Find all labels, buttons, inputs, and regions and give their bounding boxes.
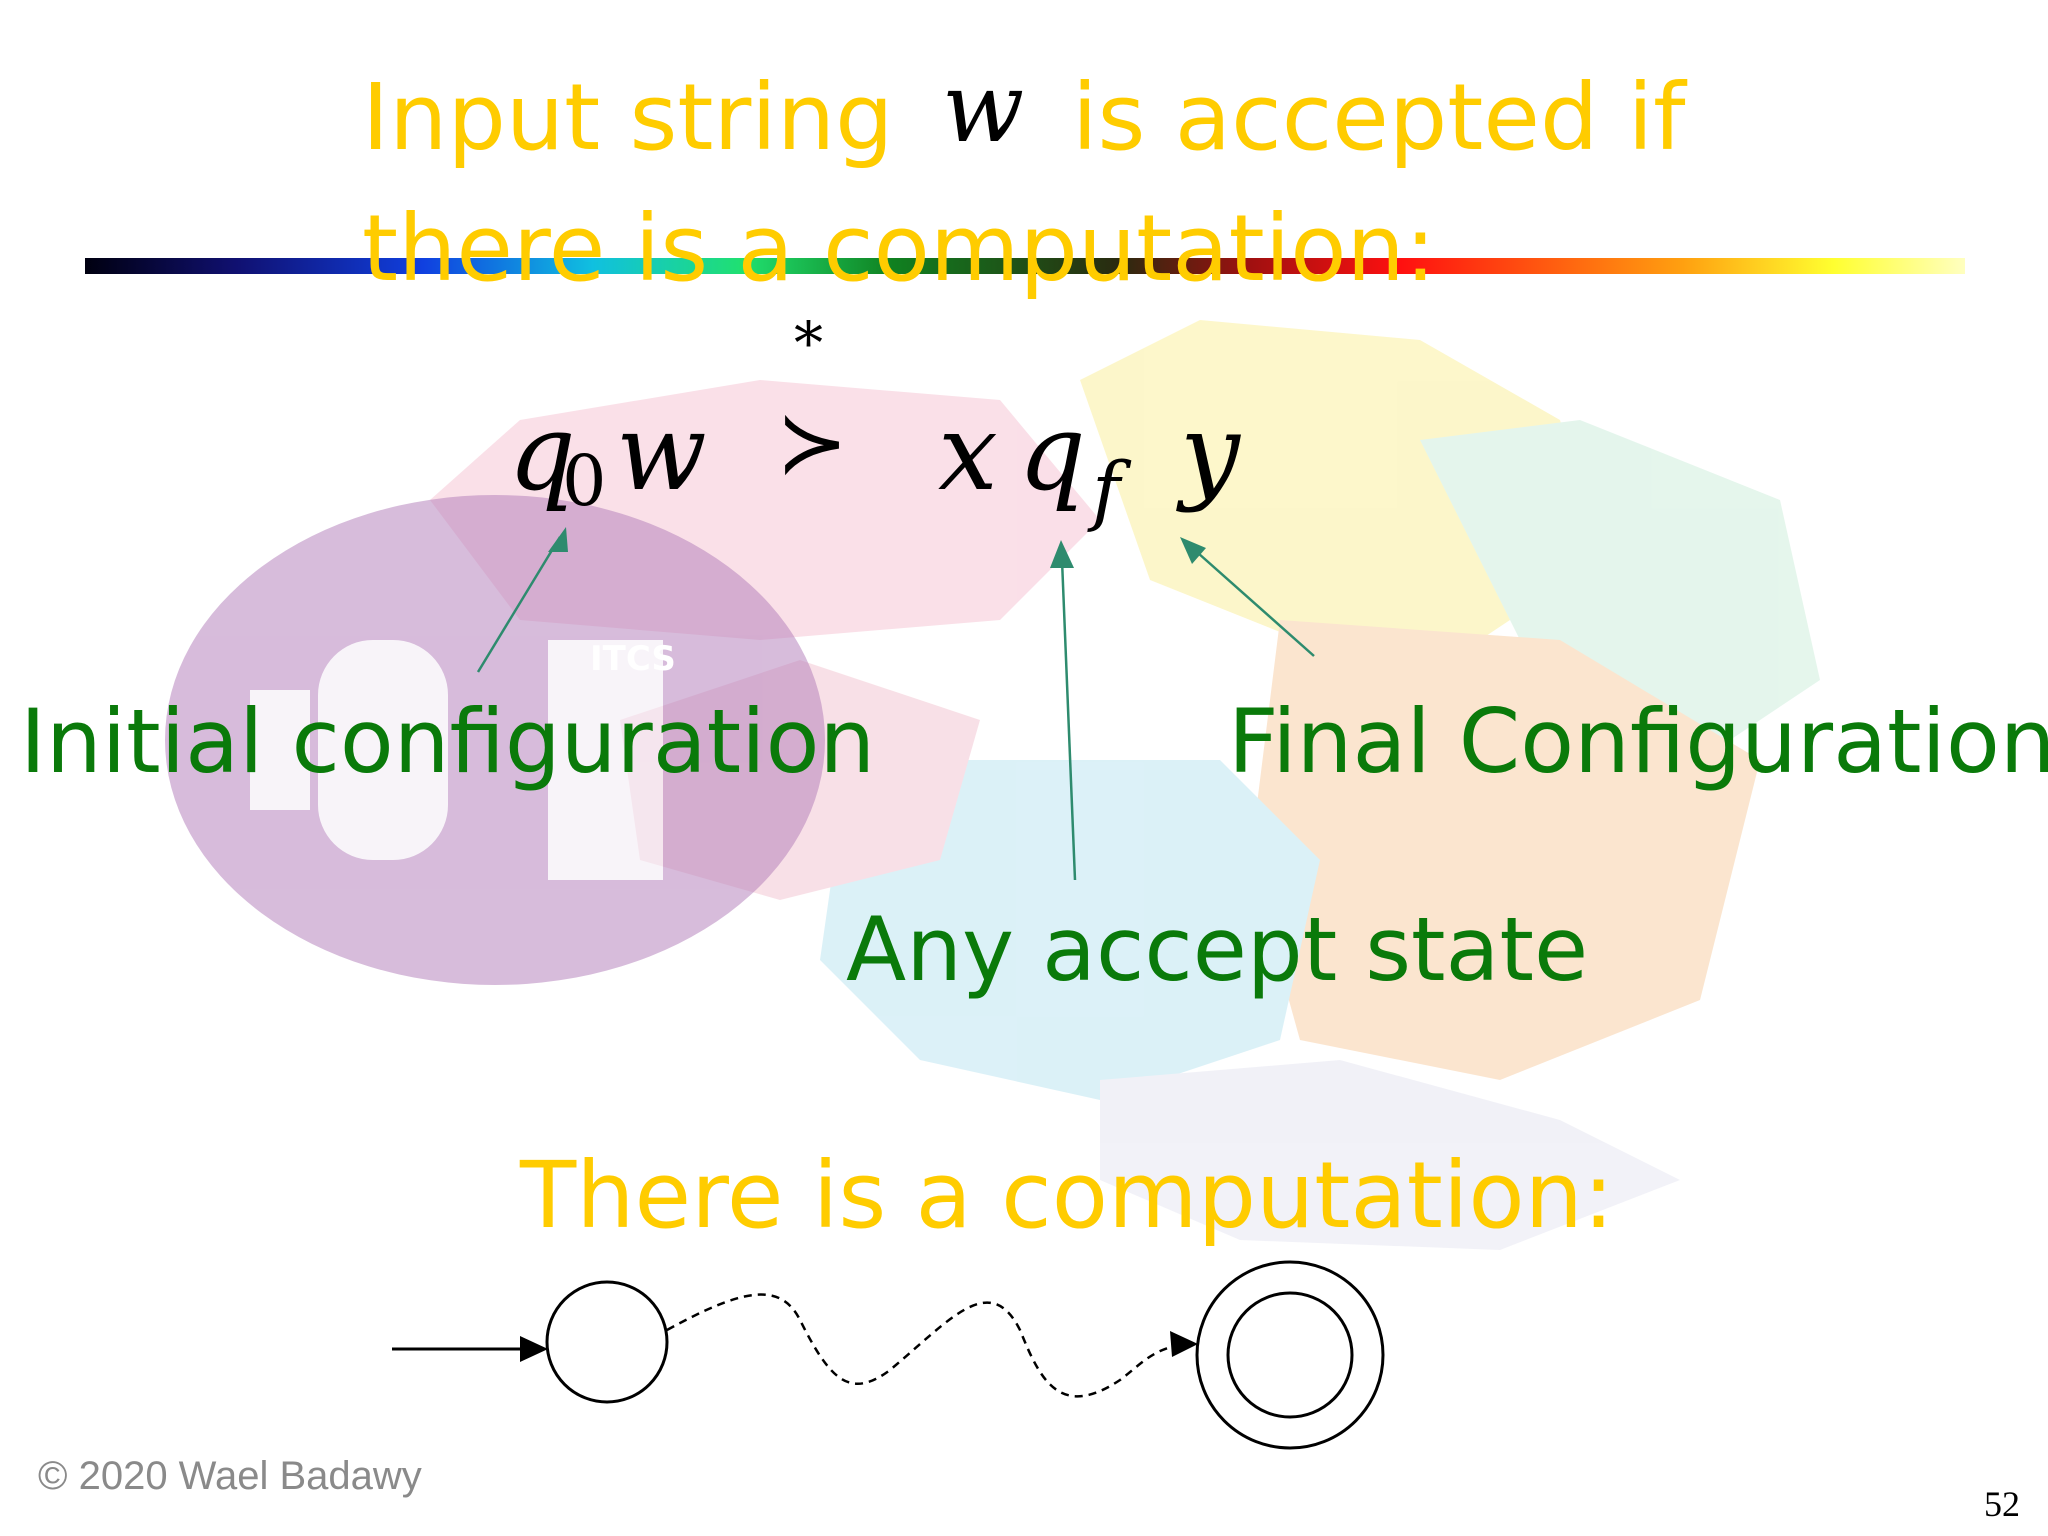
formula-w: w [616, 391, 707, 514]
arrowhead-accept [1050, 540, 1074, 568]
arrow-to-final [1197, 552, 1315, 657]
arrow-to-accept-state [1060, 559, 1077, 881]
formula-q-final-subscript: f [1092, 445, 1121, 534]
formula-q-initial: q [508, 391, 576, 514]
formula-q-initial-subscript: 0 [562, 440, 607, 522]
accept-state-outer [1195, 1260, 1385, 1450]
formula-q-final: q [1018, 391, 1086, 514]
title-variable-w: w [942, 52, 1025, 164]
formula-y: y [1180, 391, 1240, 514]
computation-path [666, 1293, 1176, 1398]
arrow-to-initial [476, 536, 562, 673]
initial-state [545, 1280, 669, 1404]
logo-disc: ITCS [165, 495, 825, 985]
title-suffix: is accepted if [1072, 64, 1686, 171]
formula-star: * [794, 309, 823, 377]
formula-yields-symbol: ≻ [776, 393, 849, 493]
page-number: 52 [1984, 1484, 2020, 1524]
start-arrowhead [520, 1336, 548, 1362]
path-arrowhead [1170, 1331, 1198, 1357]
arrowhead-final [1180, 537, 1206, 564]
formula-x: x [938, 391, 998, 514]
arrowhead-initial [548, 527, 568, 552]
label-any-accept-state: Any accept state [846, 898, 1589, 1001]
label-final-configuration: Final Configuration [1228, 690, 2048, 793]
copyright-footer: © 2020 Wael Badawy [38, 1454, 422, 1498]
subheading: There is a computation: [520, 1142, 1614, 1249]
label-initial-configuration: Initial configuration [20, 690, 876, 793]
rainbow-divider [85, 258, 1965, 274]
title-line1: Input string [362, 72, 894, 164]
title-prefix: Input string [362, 64, 894, 171]
logo-text: ITCS [590, 639, 676, 679]
title-line2: there is a computation: [362, 195, 1436, 302]
accept-state-inner [1226, 1291, 1354, 1419]
